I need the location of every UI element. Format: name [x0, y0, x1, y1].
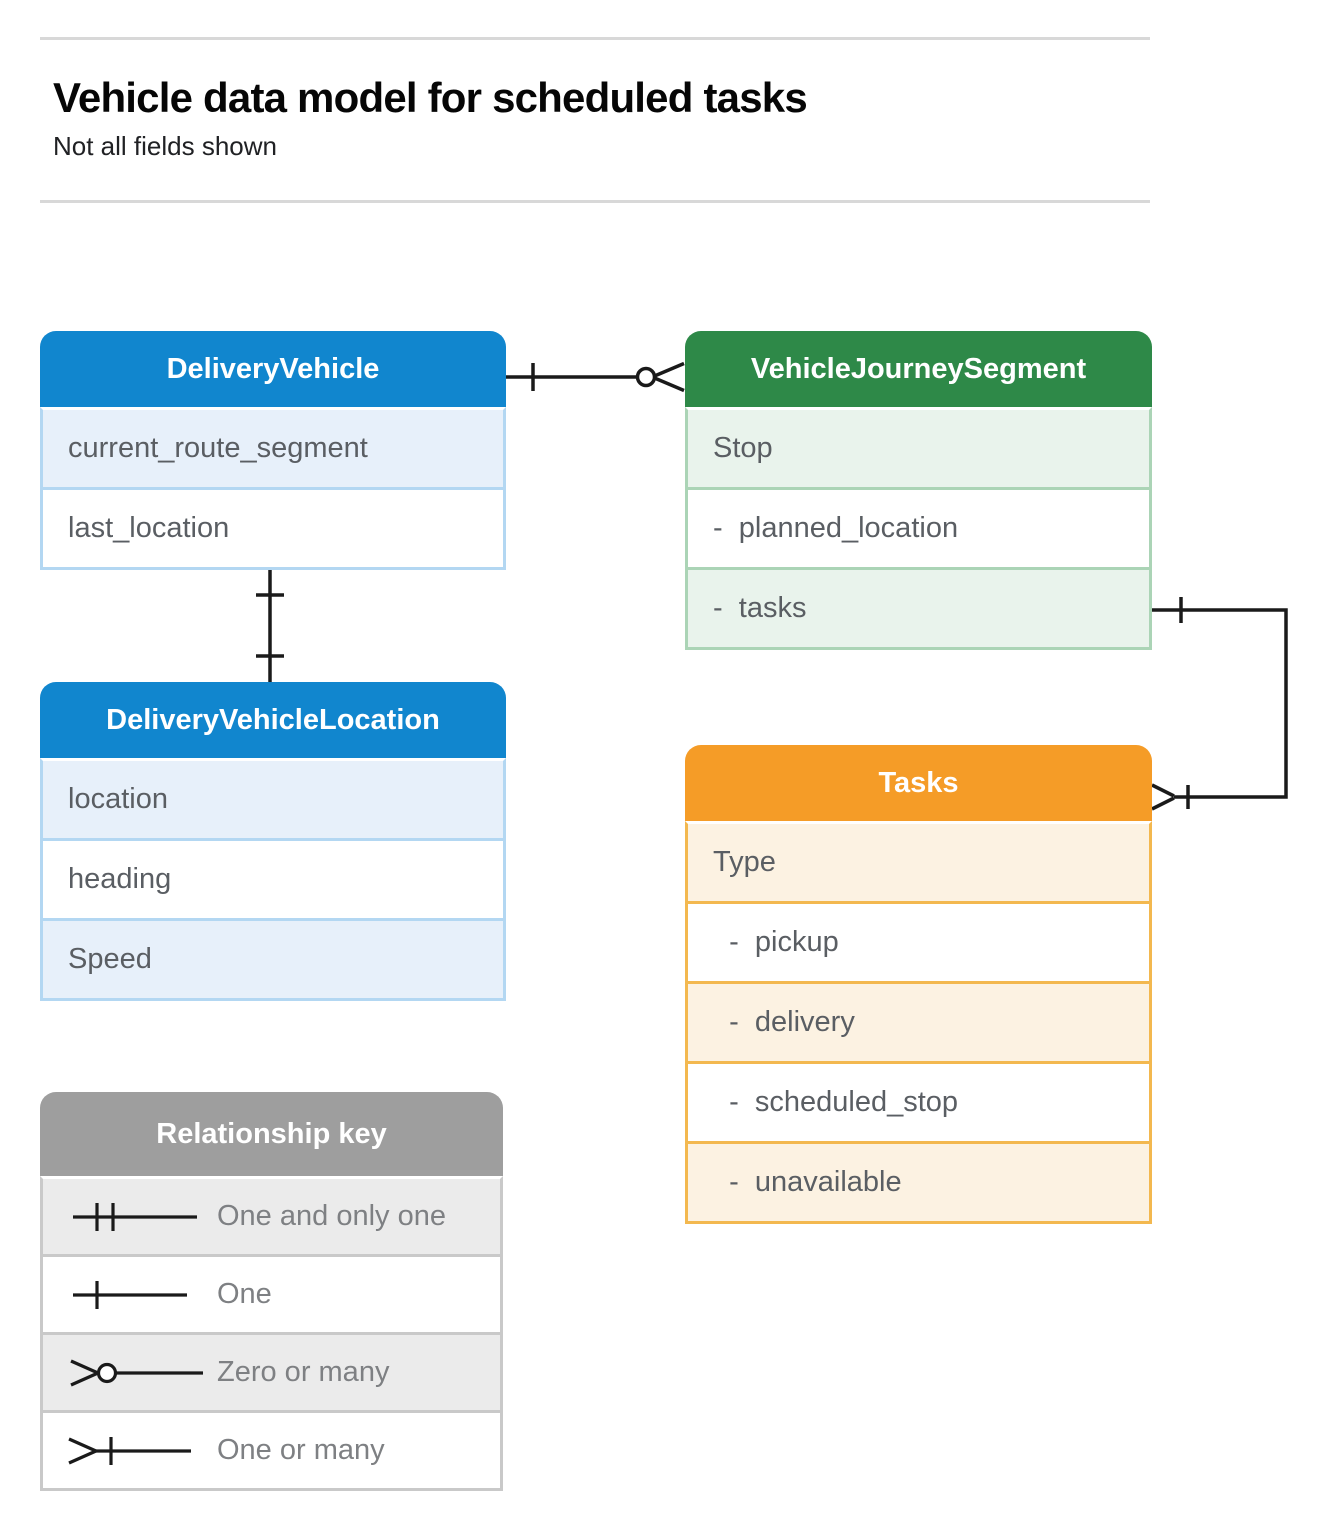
entity-tasks-body: Type - pickup - delivery - scheduled_sto… [685, 821, 1152, 1224]
key-row-zero-or-many: Zero or many [43, 1332, 500, 1410]
key-symbol-one-icon [73, 1280, 187, 1309]
relationship-key-title: Relationship key [40, 1092, 503, 1176]
entity-vehicle-journey-segment-title: VehicleJourneySegment [685, 331, 1152, 407]
entity-vehicle-journey-segment-body: Stop - planned_location - tasks [685, 407, 1152, 650]
relationship-key: Relationship key One and only one One [40, 1092, 503, 1491]
entity-delivery-vehicle: DeliveryVehicle current_route_segment la… [40, 331, 506, 570]
connector-deliveryvehicle-to-deliveryvehiclelocation [256, 570, 284, 682]
entity-vehicle-journey-segment: VehicleJourneySegment Stop - planned_loc… [685, 331, 1152, 650]
field-stop: Stop [688, 410, 1149, 487]
key-symbol-one-or-many-icon [68, 1436, 191, 1465]
field-speed: Speed [43, 918, 503, 998]
field-planned-location: - planned_location [688, 487, 1149, 567]
field-current-route-segment: current_route_segment [43, 410, 503, 487]
key-row-one-or-many: One or many [43, 1410, 500, 1488]
field-type: Type [688, 824, 1149, 901]
entity-tasks-title: Tasks [685, 745, 1152, 821]
key-label: One [217, 1278, 272, 1310]
field-scheduled-stop: - scheduled_stop [688, 1061, 1149, 1141]
page-title: Vehicle data model for scheduled tasks [53, 74, 808, 121]
entity-delivery-vehicle-location: DeliveryVehicleLocation location heading… [40, 682, 506, 1001]
key-label: One and only one [217, 1200, 446, 1232]
key-label: One or many [217, 1434, 385, 1466]
header-divider-line [40, 200, 1150, 203]
field-delivery: - delivery [688, 981, 1149, 1061]
key-symbol-one-and-only-one-icon [73, 1202, 197, 1231]
key-label: Zero or many [217, 1356, 390, 1388]
field-location: location [43, 761, 503, 838]
connector-vehiclejourneysegment-tasks-to-tasks [1151, 597, 1288, 811]
relationship-key-body: One and only one One Zero or many [40, 1176, 503, 1491]
top-divider-line [40, 37, 1150, 40]
entity-delivery-vehicle-body: current_route_segment last_location [40, 407, 506, 570]
field-pickup: - pickup [688, 901, 1149, 981]
field-tasks: - tasks [688, 567, 1149, 647]
key-row-one: One [43, 1254, 500, 1332]
field-heading: heading [43, 838, 503, 918]
field-last-location: last_location [43, 487, 503, 567]
key-row-one-and-only-one: One and only one [43, 1179, 500, 1254]
page-subtitle: Not all fields shown [53, 131, 277, 161]
entity-delivery-vehicle-location-body: location heading Speed [40, 758, 506, 1001]
field-unavailable: - unavailable [688, 1141, 1149, 1221]
connector-deliveryvehicle-to-vehiclejourneysegment [506, 361, 685, 393]
key-symbol-zero-or-many-icon [70, 1359, 203, 1386]
entity-tasks: Tasks Type - pickup - delivery - schedul… [685, 745, 1152, 1224]
entity-delivery-vehicle-title: DeliveryVehicle [40, 331, 506, 407]
entity-delivery-vehicle-location-title: DeliveryVehicleLocation [40, 682, 506, 758]
